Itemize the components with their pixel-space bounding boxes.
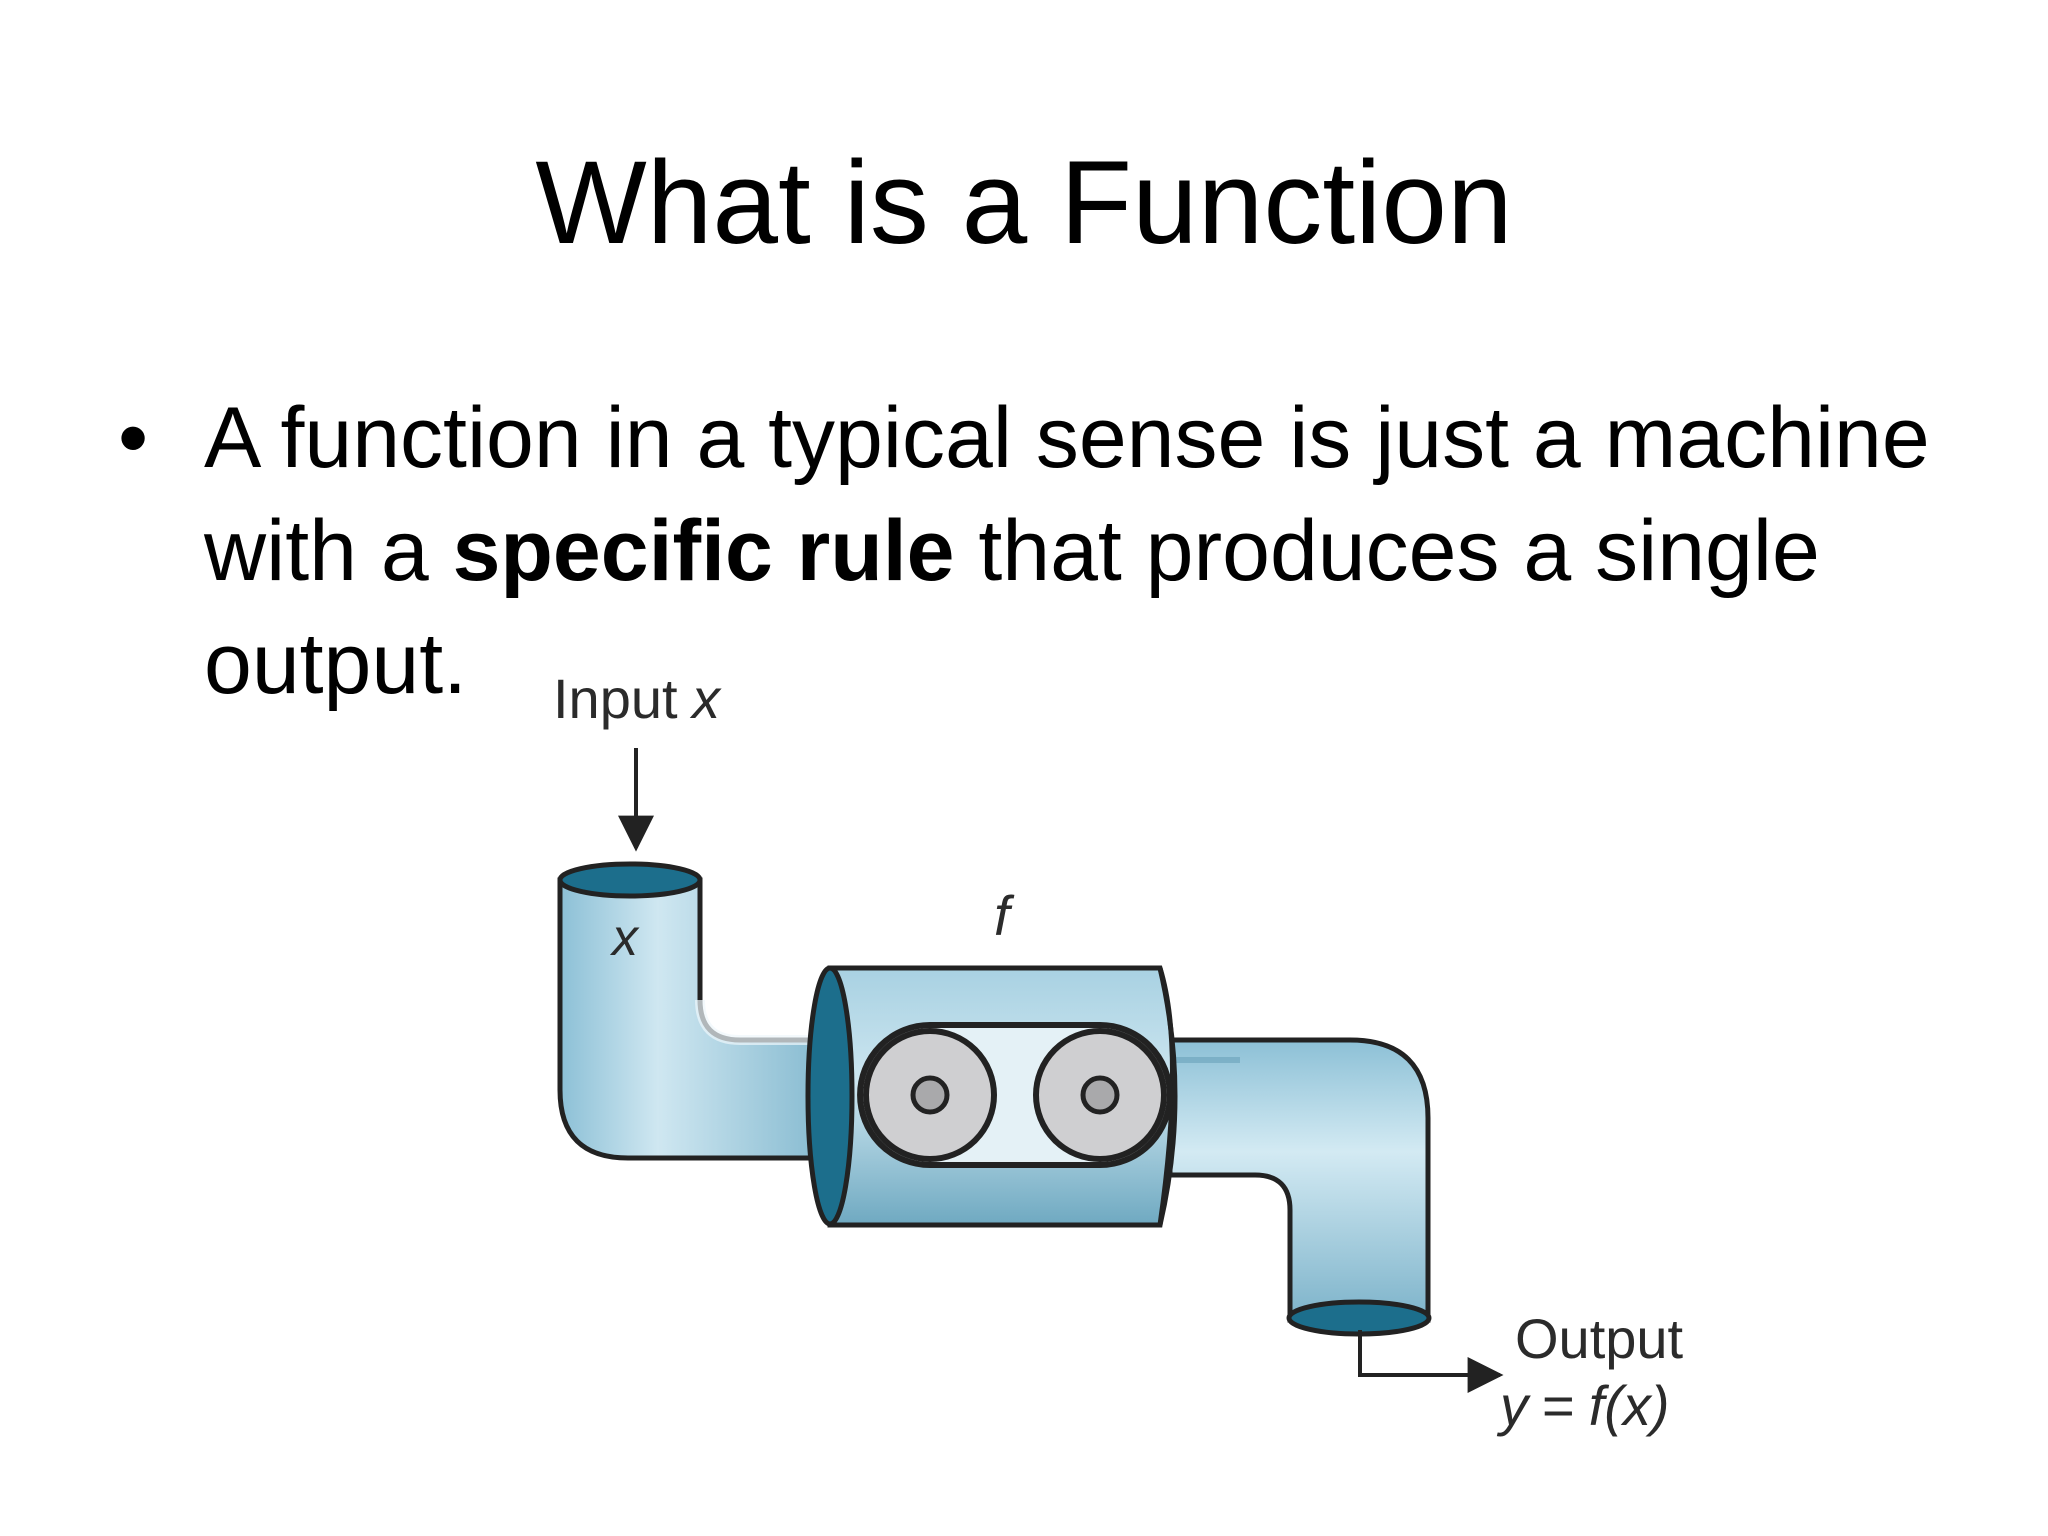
left-roller-hub: [910, 1075, 950, 1115]
bullet-text-bold: specific rule: [452, 503, 955, 599]
input-label: Input: [553, 667, 678, 730]
output-formula: y=f(x): [1496, 1374, 1670, 1437]
output-arrow: [1358, 1330, 1504, 1393]
right-roller-hub: [1080, 1075, 1120, 1115]
inner-variable: x: [609, 909, 640, 967]
output-pipe: [1167, 1037, 1431, 1323]
bullet-text-after: that produces a single output.: [204, 503, 1820, 712]
input-variable: x: [689, 667, 722, 730]
function-label: f: [994, 884, 1015, 947]
bullet-symbol: •: [118, 390, 149, 486]
output-opening: [1286, 1299, 1432, 1337]
bullet-text: A function in a typical sense is just a …: [204, 382, 1964, 721]
bullet-text-before: A function in a typical sense is just a …: [204, 390, 1930, 599]
slide-title: What is a Function: [535, 137, 1513, 269]
input-opening: [557, 861, 703, 899]
machine-left-end: [805, 965, 855, 1227]
output-label: Output: [1515, 1307, 1684, 1370]
